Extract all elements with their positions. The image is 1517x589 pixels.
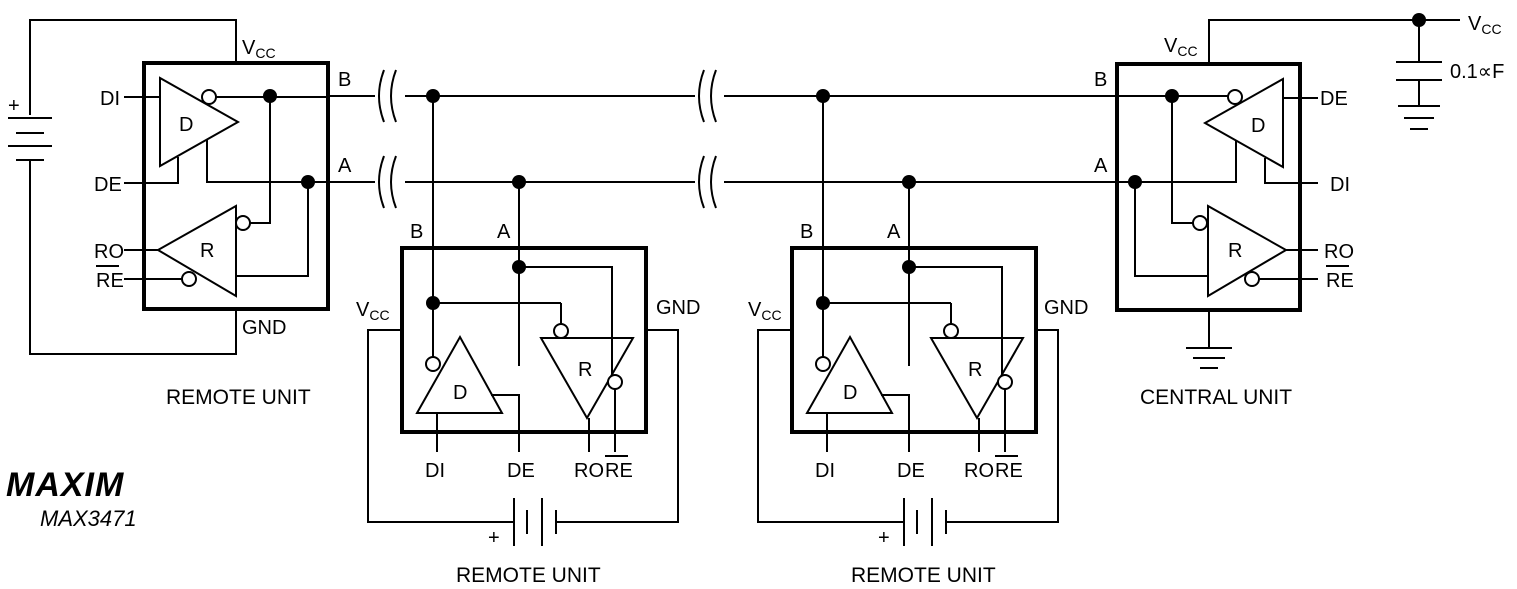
pin-re-central: RE xyxy=(1326,270,1354,292)
driver-triangle xyxy=(415,334,504,414)
pin-de-central: DE xyxy=(1320,88,1348,110)
pin-de-mid2: DE xyxy=(897,460,925,482)
pin-di-mid2: DI xyxy=(815,460,835,482)
receiver-label: R xyxy=(578,359,592,381)
cable-break-marks xyxy=(378,69,717,209)
caption-remote-unit-left: REMOTE UNIT xyxy=(166,386,311,409)
driver-triangle xyxy=(805,334,894,414)
gnd-label-mid1: GND xyxy=(656,297,700,319)
pin-di-mid1: DI xyxy=(425,460,445,482)
pin-di-left: DI xyxy=(100,88,120,110)
pin-ro-mid1: RO xyxy=(574,460,604,482)
capacitor xyxy=(1396,20,1442,130)
battery-plus-left: + xyxy=(8,95,20,117)
gnd-label-left: GND xyxy=(242,317,286,339)
remote-unit-middle-2: B A D R DI DE RO RE VCC GND xyxy=(748,89,1088,549)
vcc-label-mid2: VCC xyxy=(748,299,782,323)
driver-triangle xyxy=(159,76,241,168)
battery-mid2 xyxy=(903,498,947,546)
remote-unit-middle-1: B A D R DI DE RO RE VCC GND xyxy=(356,89,700,549)
receiver-triangle xyxy=(155,204,237,298)
caption-remote-unit-mid2: REMOTE UNIT xyxy=(851,564,996,587)
receiver-label: R xyxy=(1228,240,1242,262)
remote-unit-left: + VCC GND D R DI DE RO RE xyxy=(8,19,330,355)
pin-re-left: RE xyxy=(96,270,124,292)
pin-ro-mid2: RO xyxy=(964,460,994,482)
battery-plus-mid1: + xyxy=(488,527,500,549)
vcc-label-central: VCC xyxy=(1164,35,1198,59)
pin-ro-central: RO xyxy=(1324,241,1354,263)
battery-left xyxy=(8,117,52,161)
pin-de-mid1: DE xyxy=(507,460,535,482)
receiver-label: R xyxy=(200,240,214,262)
central-unit: VCC VCC 0.1∝F D R DE xyxy=(1115,13,1504,369)
maxim-logo: MAXIM xyxy=(6,466,124,504)
pin-ro-left: RO xyxy=(94,241,124,263)
vcc-label-supply: VCC xyxy=(1468,13,1502,37)
bus-label-a-left: A xyxy=(338,155,352,177)
driver-label: D xyxy=(1251,115,1265,137)
bus-label-b-right: B xyxy=(1094,69,1107,91)
part-number: MAX3471 xyxy=(40,506,137,531)
caption-remote-unit-mid1: REMOTE UNIT xyxy=(456,564,601,587)
driver-triangle xyxy=(1202,77,1284,169)
ground-symbol-central xyxy=(1186,310,1232,369)
battery-plus-mid2: + xyxy=(878,527,890,549)
pin-re-mid2: RE xyxy=(995,460,1023,482)
gnd-label-mid2: GND xyxy=(1044,297,1088,319)
driver-label: D xyxy=(453,382,467,404)
pin-di-central: DI xyxy=(1330,174,1350,196)
bus-label-b-left: B xyxy=(338,69,351,91)
bus-label-a-mid1: A xyxy=(497,221,511,243)
vcc-label-left: VCC xyxy=(242,37,276,61)
receiver-label: R xyxy=(968,359,982,381)
battery-mid1 xyxy=(513,498,557,546)
pin-re-mid1: RE xyxy=(605,460,633,482)
capacitor-value: 0.1∝F xyxy=(1450,61,1504,83)
bus-label-a-mid2: A xyxy=(887,221,901,243)
caption-central-unit: CENTRAL UNIT xyxy=(1140,386,1292,409)
bus-label-b-mid2: B xyxy=(800,221,813,243)
bus-label-a-right: A xyxy=(1094,155,1108,177)
driver-label: D xyxy=(179,114,193,136)
driver-label: D xyxy=(843,382,857,404)
bus-label-b-mid1: B xyxy=(410,221,423,243)
vcc-label-mid1: VCC xyxy=(356,299,390,323)
pin-de-left: DE xyxy=(94,174,122,196)
